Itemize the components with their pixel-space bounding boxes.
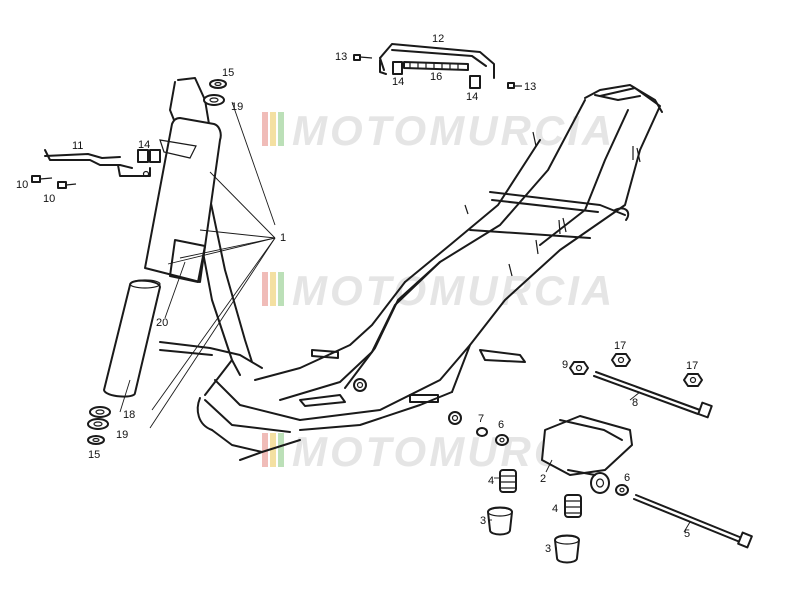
callout-17-left: 17 bbox=[614, 340, 626, 352]
callout-14-top-left: 14 bbox=[392, 76, 404, 88]
callout-14-left: 14 bbox=[138, 139, 150, 151]
watermark-top: MOTOMURCIA bbox=[262, 107, 615, 154]
clip-part-14-top-left bbox=[392, 61, 403, 75]
bolt-part-8 bbox=[593, 371, 713, 419]
watermark-middle: MOTOMURCIA bbox=[262, 267, 615, 314]
callout-15-top: 15 bbox=[222, 67, 234, 79]
spring-part-4-left bbox=[499, 469, 517, 493]
watermark-text: MOTOMURCIA bbox=[292, 267, 615, 314]
callout-17-right: 17 bbox=[686, 360, 698, 372]
sleeve-part-3-right bbox=[554, 534, 580, 564]
callout-9: 9 bbox=[562, 359, 568, 371]
nut-part-17-right bbox=[683, 373, 703, 387]
callout-7: 7 bbox=[478, 413, 484, 425]
bracket-part-11 bbox=[44, 149, 151, 178]
rubber-strip-part-16 bbox=[403, 61, 469, 71]
callout-13-left: 13 bbox=[335, 51, 347, 63]
screw-part-13-right bbox=[507, 82, 522, 89]
callout-19-top: 19 bbox=[231, 101, 243, 113]
screw-part-10-a bbox=[31, 175, 53, 183]
main-frame bbox=[159, 77, 663, 461]
callout-3-right: 3 bbox=[545, 543, 551, 555]
callout-6-left: 6 bbox=[498, 419, 504, 431]
callout-19-bottom: 19 bbox=[116, 429, 128, 441]
callout-10-top: 10 bbox=[16, 179, 28, 191]
callout-16: 16 bbox=[430, 71, 442, 83]
callout-6-right: 6 bbox=[624, 472, 630, 484]
callout-3-left: 3 bbox=[480, 515, 486, 527]
washer-part-15-top bbox=[209, 79, 227, 89]
callout-11: 11 bbox=[72, 140, 83, 152]
engine-mount-part-2 bbox=[541, 415, 633, 494]
nut-part-17-left bbox=[611, 353, 631, 367]
clip-part-14-left bbox=[137, 149, 161, 163]
washer-part-15-bottom bbox=[87, 435, 105, 445]
callout-2: 2 bbox=[540, 473, 546, 485]
leader-lines bbox=[119, 101, 691, 549]
callout-14-top-right: 14 bbox=[466, 91, 478, 103]
washer-part-19-bottom bbox=[87, 418, 109, 430]
screw-part-10-b bbox=[57, 181, 77, 189]
callout-12: 12 bbox=[432, 33, 444, 45]
watermark-text: MOTOMURCIA bbox=[292, 107, 615, 154]
steering-tube bbox=[103, 279, 161, 398]
nut-part-9 bbox=[569, 361, 589, 375]
head-tube-cover bbox=[144, 117, 222, 283]
callout-20: 20 bbox=[156, 317, 168, 329]
bearing-part-18 bbox=[89, 406, 111, 418]
callout-labels: 1 2 3 3 4 4 5 6 6 7 8 9 10 10 11 12 13 1… bbox=[16, 33, 698, 555]
sleeve-part-3-left bbox=[487, 506, 513, 536]
callout-1: 1 bbox=[280, 232, 286, 244]
bolt-part-5 bbox=[633, 494, 753, 549]
callout-15-bottom: 15 bbox=[88, 449, 100, 461]
callout-4-right: 4 bbox=[552, 503, 558, 515]
washer-part-19-top bbox=[203, 94, 225, 106]
washer-part-6-right bbox=[615, 484, 629, 496]
grab-handle-part-12 bbox=[379, 43, 495, 79]
washer-part-6-left bbox=[495, 434, 509, 446]
callout-18: 18 bbox=[123, 409, 135, 421]
callout-10-bottom: 10 bbox=[43, 193, 55, 205]
screw-part-13-left bbox=[353, 54, 373, 61]
clip-part-14-top-right bbox=[469, 75, 481, 89]
spring-part-4-right bbox=[564, 494, 582, 518]
bushing-part-7 bbox=[476, 427, 488, 437]
callout-8: 8 bbox=[632, 397, 638, 409]
callout-13-right: 13 bbox=[524, 81, 536, 93]
callout-4-left: 4 bbox=[488, 475, 494, 487]
callout-5: 5 bbox=[684, 528, 690, 540]
